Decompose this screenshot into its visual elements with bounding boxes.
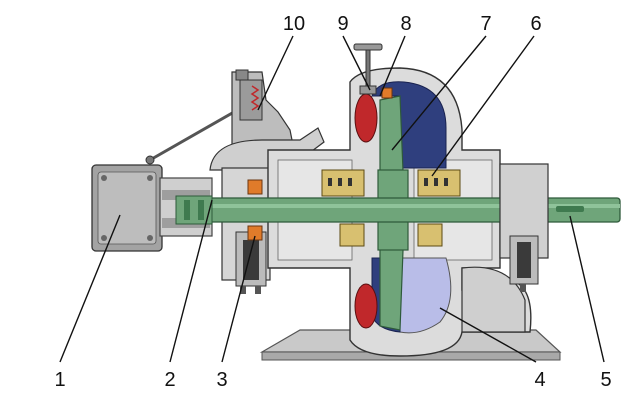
right-end-cap bbox=[499, 163, 549, 292]
leader-line-8 bbox=[379, 35, 406, 97]
leader-lines bbox=[59, 35, 605, 363]
leader-line-10 bbox=[257, 35, 294, 111]
upper-red-seal bbox=[354, 93, 378, 143]
leader-line-3 bbox=[221, 235, 256, 363]
callout-label-5: 5 bbox=[600, 369, 611, 391]
leader-line-5 bbox=[569, 215, 605, 363]
callout-label-4: 4 bbox=[534, 369, 545, 391]
callout-label-1: 1 bbox=[54, 369, 65, 391]
callout-label-7: 7 bbox=[480, 13, 491, 35]
upper-blue-chamber bbox=[371, 81, 447, 169]
leader-line-9 bbox=[342, 35, 371, 91]
leader-line-2 bbox=[169, 199, 213, 363]
leader-line-6 bbox=[431, 35, 535, 177]
lower-red-seal bbox=[354, 283, 378, 329]
lower-light-chamber bbox=[399, 257, 452, 334]
callout-label-8: 8 bbox=[400, 13, 411, 35]
callout-label-9: 9 bbox=[337, 13, 348, 35]
callout-label-6: 6 bbox=[530, 13, 541, 35]
vane-blocks bbox=[321, 169, 461, 247]
main-shaft bbox=[205, 197, 621, 223]
leader-line-4 bbox=[439, 307, 537, 363]
shaft-coupling bbox=[175, 195, 213, 225]
callout-label-3: 3 bbox=[216, 369, 227, 391]
leader-line-1 bbox=[59, 214, 121, 363]
leader-line-7 bbox=[391, 35, 487, 151]
callout-label-2: 2 bbox=[164, 369, 175, 391]
callout-label-10: 10 bbox=[283, 13, 305, 35]
top-hand-valve bbox=[353, 43, 383, 95]
